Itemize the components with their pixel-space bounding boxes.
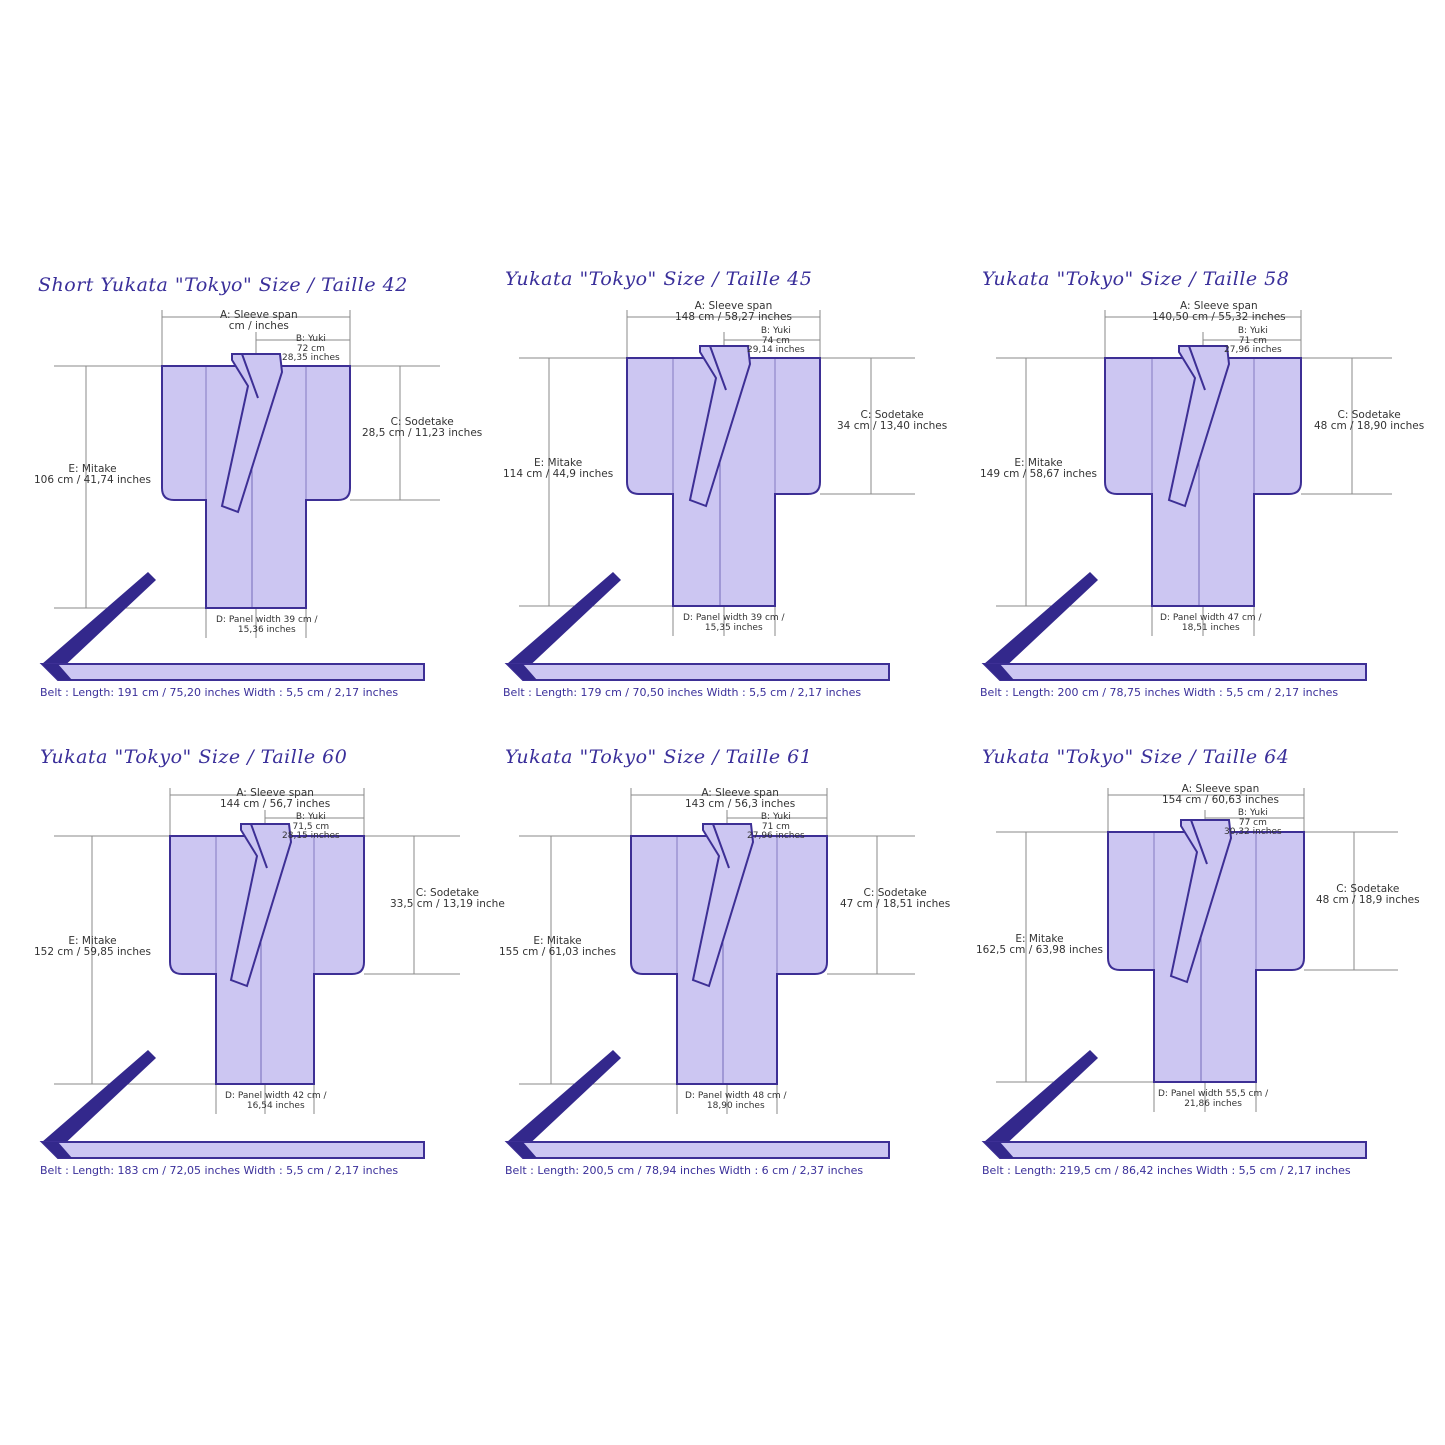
- panel-title: Short Yukata "Tokyo" Size / Taille 42: [38, 274, 408, 296]
- belt-flat: [39, 663, 425, 681]
- panel-title: Yukata "Tokyo" Size / Taille 60: [40, 746, 348, 768]
- belt-flat: [39, 1141, 425, 1159]
- belt-diagonal: [42, 1050, 156, 1150]
- yukata-body-outline: [1107, 831, 1305, 1083]
- belt-diagonal: [507, 1050, 621, 1150]
- yukata-body-outline: [161, 365, 351, 609]
- panel-title: Yukata "Tokyo" Size / Taille 61: [505, 746, 813, 768]
- belt-flat: [504, 1141, 890, 1159]
- panel-width-label: D: Panel width 39 cm /15,36 inches: [216, 615, 318, 635]
- collar-inner-edge: [241, 353, 259, 399]
- size-panel-58: Yukata "Tokyo" Size / Taille 58 A: Sleev…: [962, 262, 1442, 722]
- size-panel-45: Yukata "Tokyo" Size / Taille 45 A: Sleev…: [485, 262, 965, 722]
- belt-corner: [42, 1142, 72, 1158]
- belt-flat: [981, 1141, 1367, 1159]
- collar-inner-edge: [712, 823, 730, 869]
- panel-title: Yukata "Tokyo" Size / Taille 58: [982, 268, 1290, 290]
- yukata-body-outline: [630, 835, 828, 1085]
- panel-width-label: D: Panel width 55,5 cm /21,86 inches: [1158, 1089, 1269, 1109]
- belt-dimensions: Belt : Length: 179 cm / 70,50 inches Wid…: [503, 686, 862, 699]
- belt-corner: [507, 664, 537, 680]
- belt-dimensions: Belt : Length: 183 cm / 72,05 inches Wid…: [40, 1164, 399, 1177]
- belt-dimensions: Belt : Length: 219,5 cm / 86,42 inches W…: [982, 1164, 1351, 1177]
- yukata-diagram: [981, 788, 1398, 1159]
- collar-band: [688, 345, 752, 508]
- yukata-diagram: [39, 788, 460, 1159]
- yukata-diagram: [981, 310, 1392, 681]
- belt-diagonal: [984, 1050, 1098, 1150]
- size-panel-61: Yukata "Tokyo" Size / Taille 61 A: Sleev…: [485, 740, 965, 1200]
- belt-diagonal: [42, 572, 156, 672]
- collar-band: [691, 823, 755, 988]
- collar-band: [220, 353, 284, 514]
- collar-band: [229, 823, 293, 988]
- yukata-diagram: [39, 310, 440, 681]
- collar-band: [1167, 345, 1231, 508]
- yukata-body-outline: [1104, 357, 1302, 607]
- yukata-diagram: [504, 788, 915, 1159]
- belt-flat: [504, 663, 890, 681]
- collar-inner-edge: [1188, 345, 1206, 391]
- size-panel-64: Yukata "Tokyo" Size / Taille 64 A: Sleev…: [962, 740, 1442, 1200]
- yukata-body-outline: [169, 835, 365, 1085]
- collar-inner-edge: [1190, 819, 1208, 865]
- belt-dimensions: Belt : Length: 191 cm / 75,20 inches Wid…: [40, 686, 399, 699]
- belt-corner: [984, 1142, 1014, 1158]
- belt-dimensions: Belt : Length: 200 cm / 78,75 inches Wid…: [980, 686, 1339, 699]
- belt-diagonal: [507, 572, 621, 672]
- belt-flat: [981, 663, 1367, 681]
- size-panel-60: Yukata "Tokyo" Size / Taille 60 A: Sleev…: [20, 740, 505, 1200]
- yukata-body-outline: [626, 357, 821, 607]
- belt-corner: [984, 664, 1014, 680]
- panel-title: Yukata "Tokyo" Size / Taille 64: [982, 746, 1290, 768]
- belt-diagonal: [984, 572, 1098, 672]
- panel-width-label: D: Panel width 48 cm /18,90 inches: [685, 1091, 787, 1111]
- collar-inner-edge: [250, 823, 268, 869]
- yukata-diagram: [504, 310, 915, 681]
- panel-width-label: D: Panel width 42 cm /16,54 inches: [225, 1091, 327, 1111]
- belt-corner: [507, 1142, 537, 1158]
- size-panel-42: Short Yukata "Tokyo" Size / Taille 42 A:…: [20, 262, 500, 722]
- panel-width-label: D: Panel width 39 cm /15,35 inches: [683, 613, 785, 633]
- panel-title: Yukata "Tokyo" Size / Taille 45: [505, 268, 813, 290]
- panel-width-label: D: Panel width 47 cm /18,51 inches: [1160, 613, 1262, 633]
- collar-band: [1169, 819, 1233, 984]
- belt-corner: [42, 664, 72, 680]
- belt-dimensions: Belt : Length: 200,5 cm / 78,94 inches W…: [505, 1164, 864, 1177]
- collar-inner-edge: [709, 345, 727, 391]
